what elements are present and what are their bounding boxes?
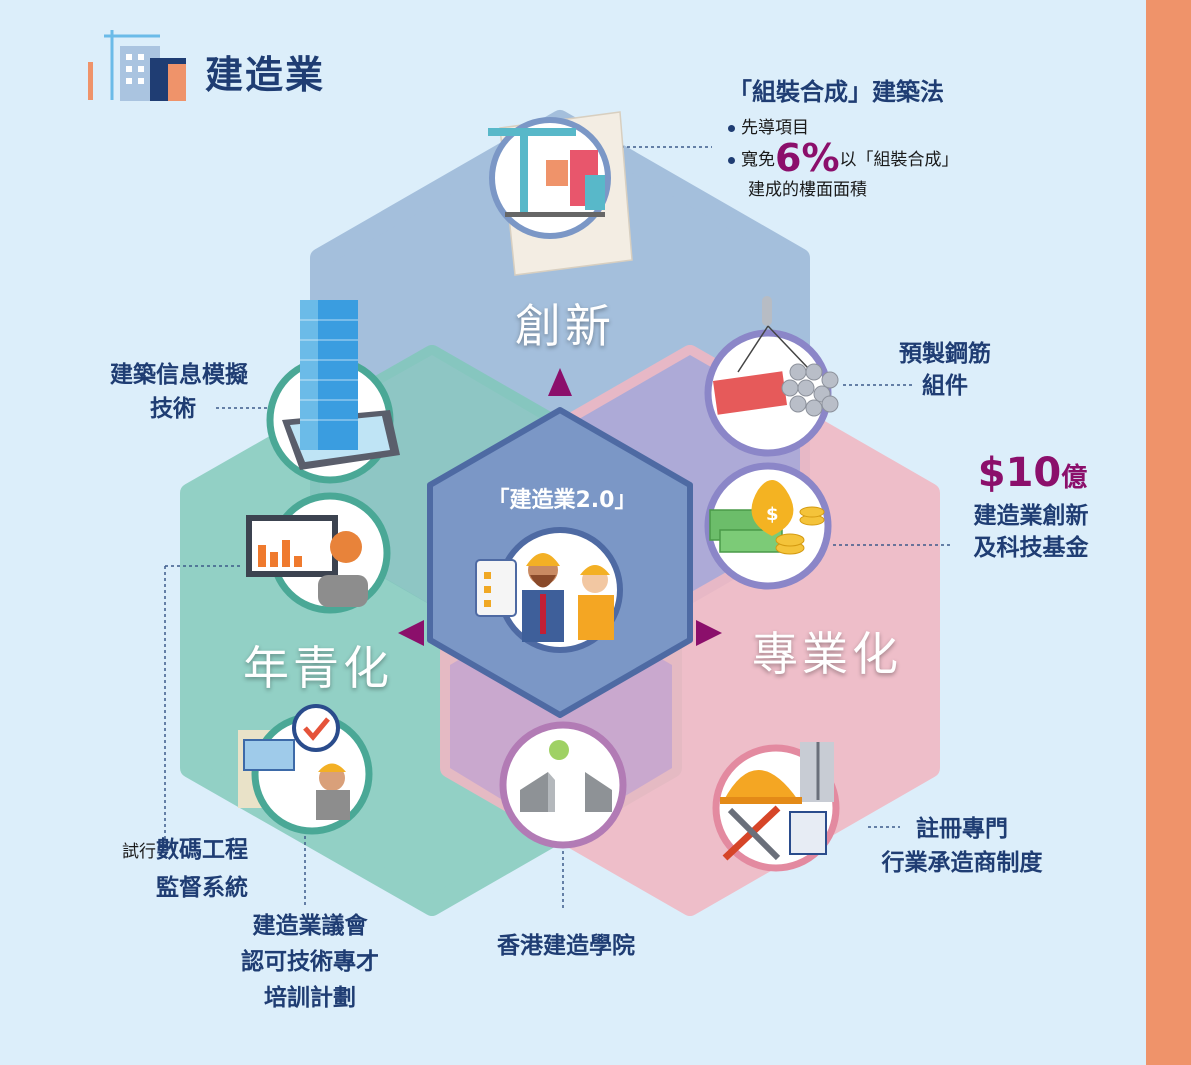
callout-digital-supervision: 試行數碼工程 監督系統 <box>122 837 248 901</box>
contractor-registration-icon <box>712 742 840 872</box>
construction-workers-icon <box>475 527 623 653</box>
callout-academy: 香港建造學院 <box>497 933 635 959</box>
segment-label-professional: 專業化 <box>752 627 902 681</box>
callout-modular-bullet-2: 寬免6%以「組裝合成」 <box>728 139 959 177</box>
accent-side-bar <box>1146 0 1191 1065</box>
callout-bim: 建築信息模擬 技術 <box>110 362 248 422</box>
callout-rebar: 預製鋼筋 組件 <box>899 341 991 399</box>
money-fund-icon: $ <box>704 462 832 590</box>
modular-percentage: 6% <box>775 136 840 180</box>
svg-text:$: $ <box>766 504 779 525</box>
fund-amount: $10億 <box>977 450 1088 496</box>
callout-modular: 「組裝合成」建築法 先導項目 寬免6%以「組裝合成」 建成的樓面面積 <box>728 72 959 205</box>
building-crane-logo-icon <box>88 30 186 101</box>
bullet-dot-icon <box>728 156 735 164</box>
digital-supervision-icon <box>246 492 391 614</box>
hexagon-diagram: $ <box>88 30 952 916</box>
callout-modular-bullet-1: 先導項目 <box>728 113 959 143</box>
training-scheme-icon <box>238 704 373 835</box>
callout-fund: 建造業創新 及科技基金 <box>973 503 1089 561</box>
callout-council-training: 建造業議會 認可技術專才 培訓計劃 <box>241 913 379 1011</box>
page-title: 建造業 <box>205 53 326 97</box>
segment-label-innovation: 創新 <box>515 299 615 353</box>
bim-model-icon <box>266 300 400 484</box>
arrow-left-icon <box>398 620 424 646</box>
bullet-dot-icon <box>728 124 735 132</box>
callout-modular-title: 「組裝合成」建築法 <box>728 78 944 106</box>
callout-registration: 註冊專門 行業承造商制度 <box>881 816 1043 876</box>
callout-modular-bullet-2-cont: 建成的樓面面積 <box>748 180 867 200</box>
modular-construction-icon <box>488 111 633 276</box>
prefab-rebar-icon <box>704 296 839 457</box>
center-title: 「建造業2.0」 <box>487 488 637 513</box>
arrow-up-icon <box>548 368 572 396</box>
segment-label-youth: 年青化 <box>243 641 393 695</box>
arrow-right-icon <box>696 620 722 646</box>
construction-academy-icon <box>499 721 627 849</box>
